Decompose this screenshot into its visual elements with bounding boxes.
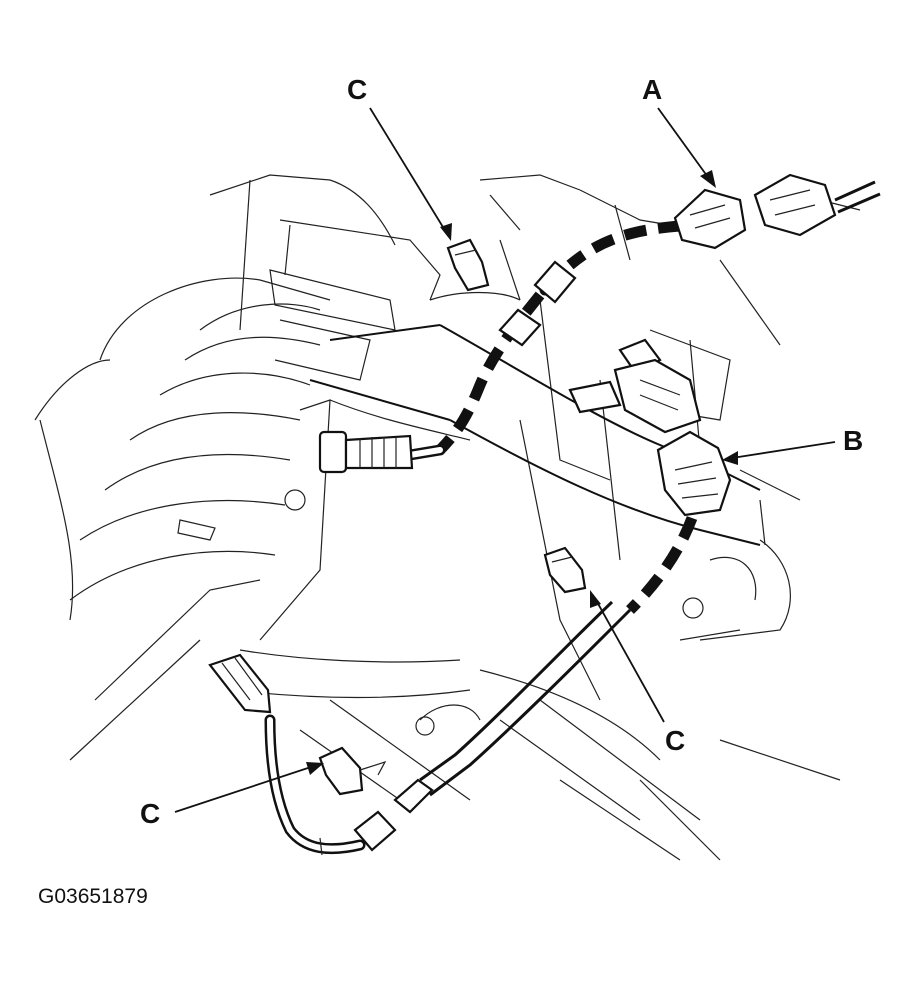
callout-label-c-left: C <box>140 798 161 829</box>
inline-connector-upper <box>498 260 577 347</box>
lower-harness <box>264 516 698 856</box>
clip-c-left <box>318 746 387 796</box>
clip-c-top <box>446 238 490 292</box>
figure-id: G03651879 <box>38 885 148 908</box>
vehicle-body-outlines <box>34 174 861 861</box>
callout-label-c-top: C <box>347 74 368 105</box>
sensor-grommet <box>318 430 414 474</box>
connector-b <box>656 430 732 517</box>
connector-a <box>673 173 881 250</box>
clip-c-right <box>543 546 587 594</box>
harness-grommet-lower <box>208 653 272 714</box>
callout-label-b: B <box>843 425 864 456</box>
connector-cluster <box>568 338 702 434</box>
callout-label-a: A <box>642 74 663 105</box>
callout-label-c-right: C <box>665 725 686 756</box>
callout-arrows <box>174 107 836 813</box>
body-strut <box>309 324 761 546</box>
